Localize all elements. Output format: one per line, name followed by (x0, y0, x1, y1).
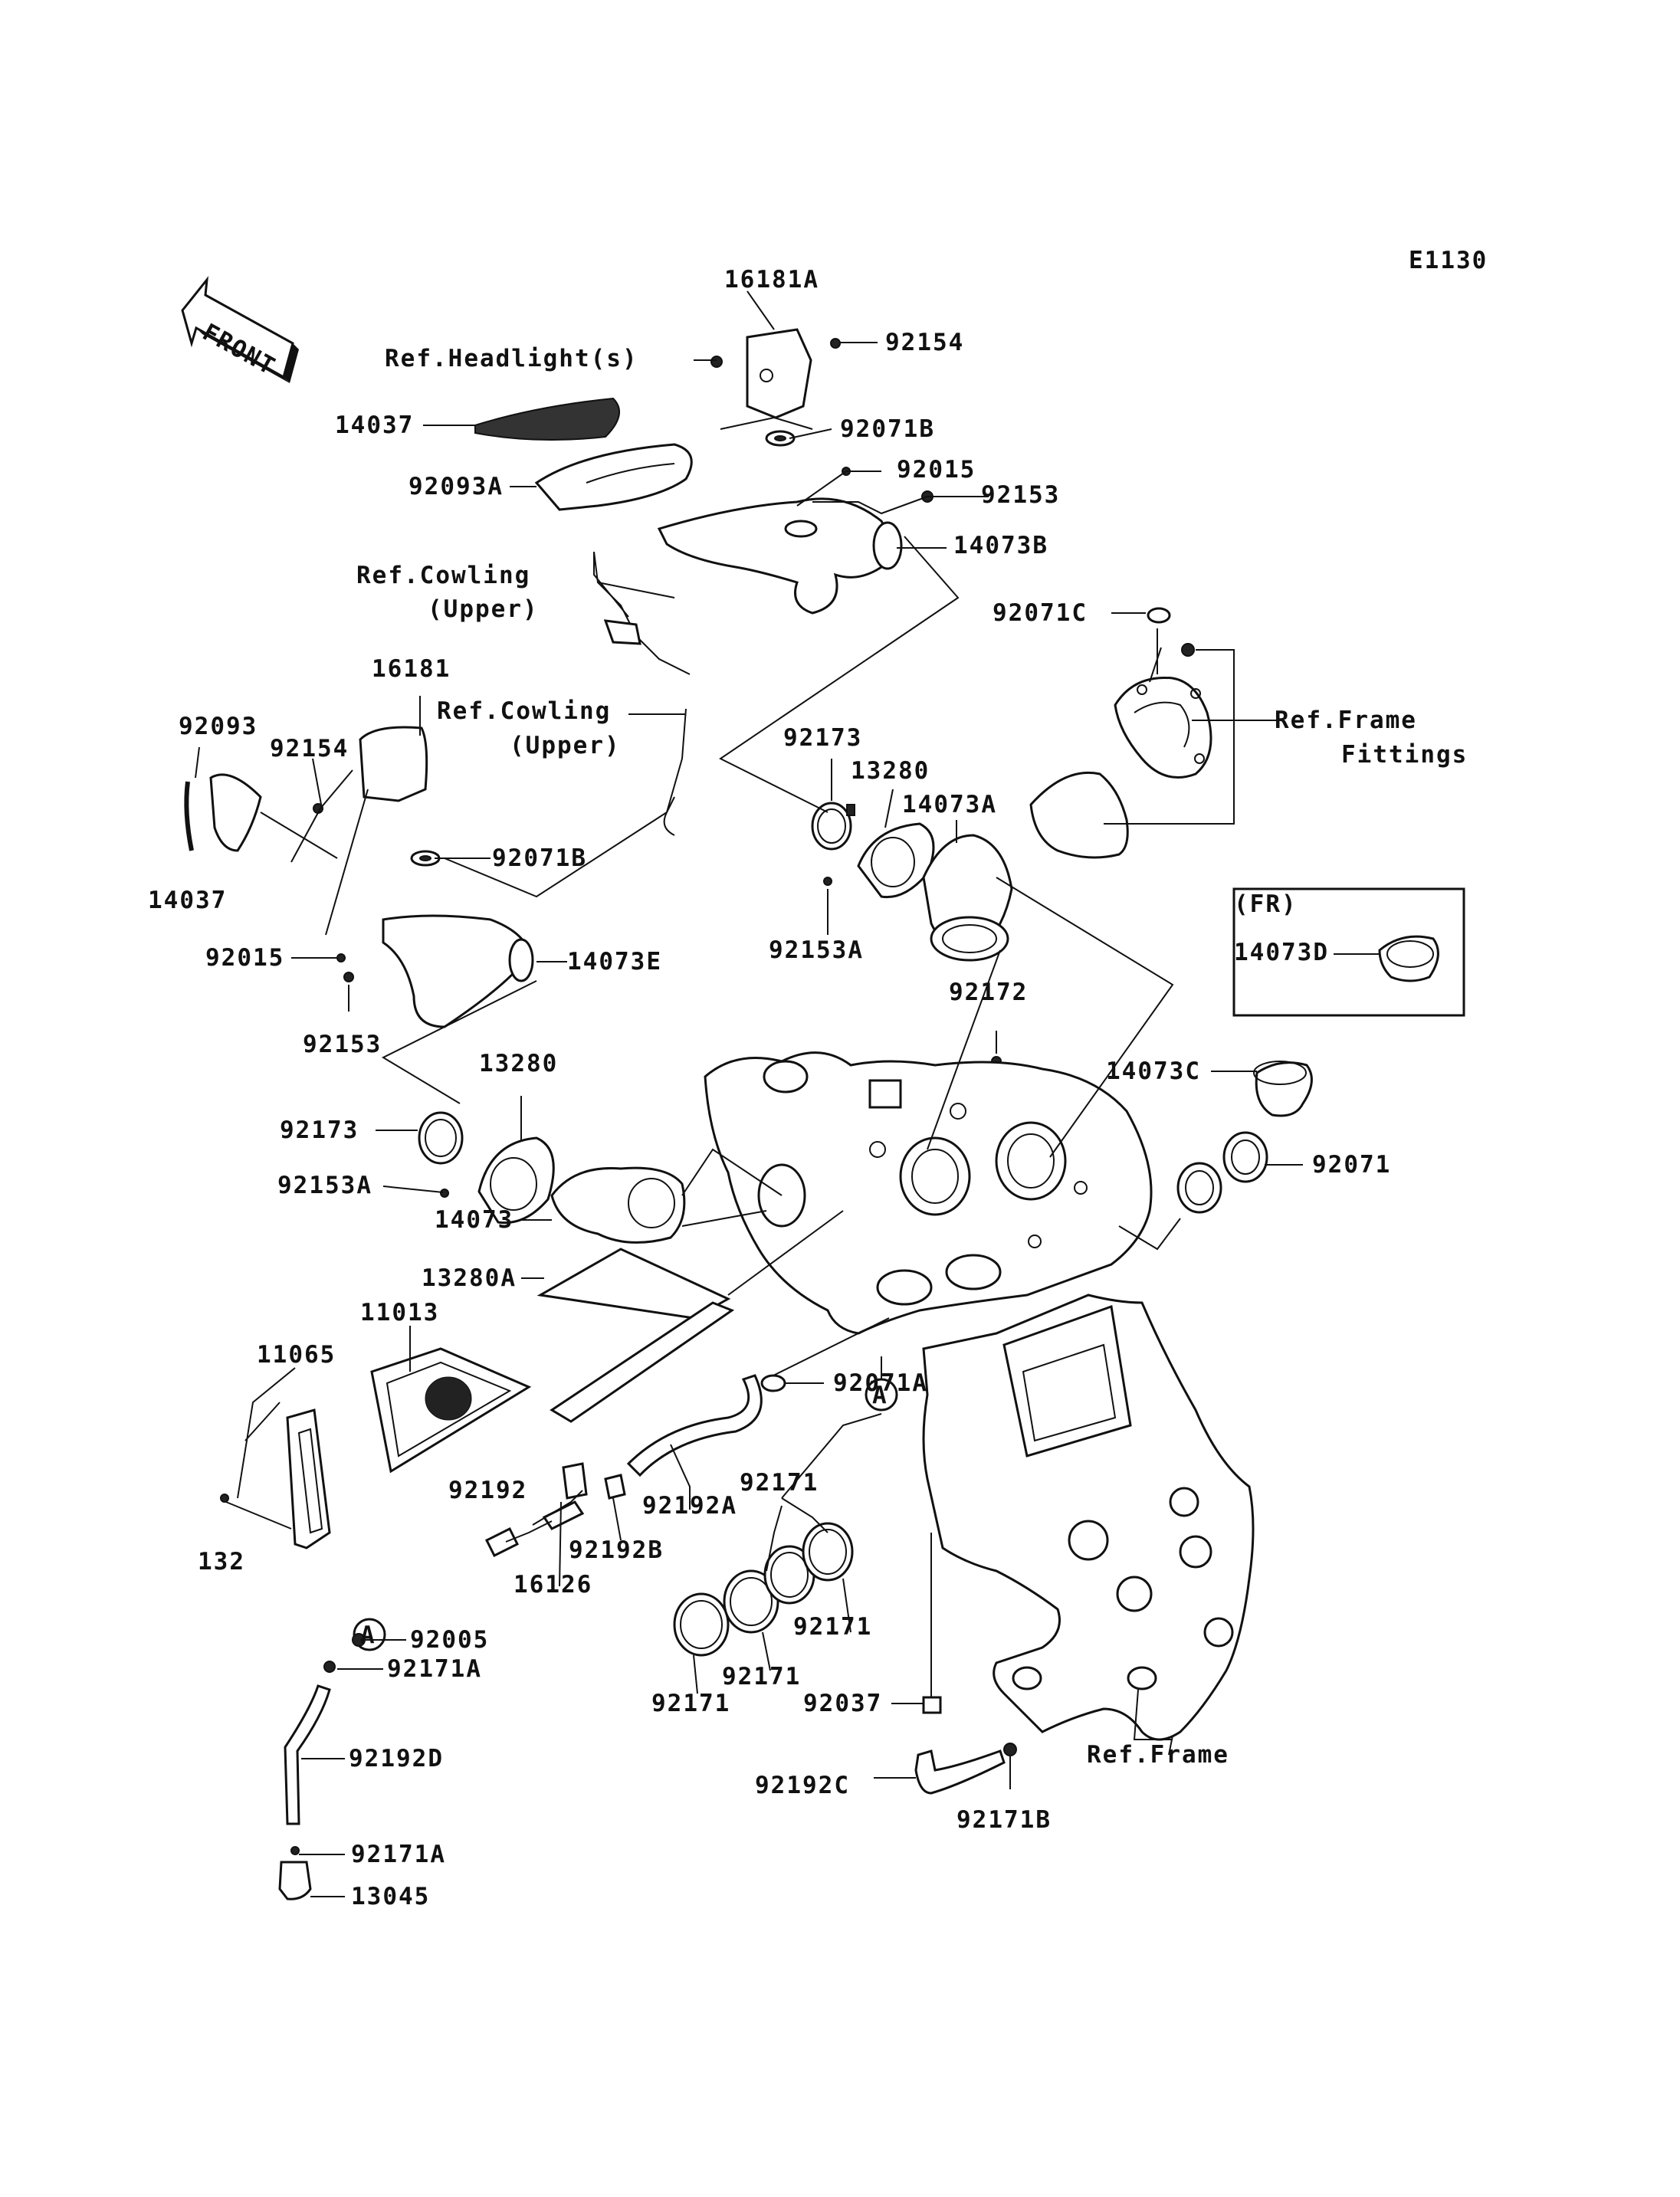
callout-ref-frame: Ref.Frame (1087, 1741, 1229, 1769)
callout-13045: 13045 (351, 1883, 430, 1910)
callout-92005: 92005 (410, 1626, 489, 1654)
callout-14037-top: 14037 (335, 412, 414, 439)
callout-14073C: 14073C (1106, 1058, 1201, 1085)
callout-16181A: 16181A (724, 266, 819, 293)
marker-a2: A (360, 1622, 376, 1649)
callout-92153-left: 92153 (303, 1031, 382, 1058)
callout-14073A: 14073A (902, 791, 997, 818)
callout-92171-a: 92171 (740, 1469, 819, 1497)
callout-92171A-bottom: 92171A (351, 1841, 446, 1868)
callout-14073D: 14073D (1234, 939, 1329, 966)
callout-92171-c: 92171 (722, 1663, 801, 1690)
part-14073A-illustration (922, 834, 1013, 962)
callout-labels: 16181A 92154 Ref.Headlight(s) 14037 9207… (148, 266, 1468, 1910)
part-13280-plate-left (477, 1136, 555, 1225)
callout-13280-top: 13280 (851, 757, 930, 785)
callout-92154-top: 92154 (885, 329, 964, 356)
callout-92015-top: 92015 (897, 456, 976, 484)
callout-92154-left: 92154 (270, 735, 349, 762)
part-92093A-illustration (534, 443, 693, 511)
callout-92171-b: 92171 (793, 1613, 872, 1641)
callout-ref-cowling-1b: (Upper) (428, 595, 539, 623)
part-airbox-main-illustration (704, 1051, 1153, 1335)
part-16181A-illustration (746, 328, 812, 419)
callout-14037-left: 14037 (148, 887, 227, 914)
part-14073B-illustration (657, 497, 903, 615)
part-filter-seal-top-right (1029, 771, 1129, 859)
callout-92172: 92172 (949, 979, 1028, 1006)
callout-92192C: 92192C (755, 1772, 850, 1799)
callout-ref-cowling-2b: (Upper) (510, 732, 621, 759)
part-14073-illustration (550, 1166, 686, 1244)
part-frame-illustration (922, 1294, 1255, 1741)
callout-92192: 92192 (448, 1477, 527, 1504)
callout-92153A-left: 92153A (277, 1172, 372, 1199)
part-16181-illustration (359, 726, 428, 802)
front-arrow-icon: FRONT (181, 276, 299, 383)
callout-13280A: 13280A (422, 1264, 517, 1292)
callout-16126: 16126 (514, 1571, 592, 1599)
part-92171-clamps (673, 1522, 854, 1657)
callout-92071B-top: 92071B (840, 415, 935, 443)
callout-92153-top: 92153 (981, 481, 1060, 509)
callout-92173-left: 92173 (280, 1117, 359, 1144)
callout-92173-top: 92173 (783, 724, 862, 752)
callout-fr-note: (FR) (1234, 890, 1298, 918)
part-13280-plate-top (857, 822, 935, 899)
part-13280A-illustration (536, 1248, 735, 1423)
callout-92071: 92071 (1312, 1151, 1391, 1179)
callout-13280-left: 13280 (479, 1050, 558, 1077)
callout-92171A-top: 92171A (387, 1655, 482, 1683)
callout-92093A: 92093A (409, 473, 504, 500)
part-11065-illustration (286, 1408, 331, 1549)
callout-92192B: 92192B (569, 1536, 664, 1564)
part-14073C-illustration (1253, 1061, 1313, 1117)
callout-ref-frame-fittings-b: Fittings (1341, 741, 1468, 769)
callout-ref-frame-fittings-a: Ref.Frame (1275, 707, 1417, 734)
diagram-code: E1130 (1409, 247, 1488, 274)
part-14073E-illustration (382, 914, 534, 1028)
callout-92192D: 92192D (349, 1745, 444, 1772)
callout-ref-headlights: Ref.Headlight(s) (385, 345, 638, 372)
callout-92071C: 92071C (993, 599, 1088, 627)
callout-14073: 14073 (435, 1206, 514, 1234)
part-16126-illustration (542, 1462, 588, 1530)
part-92071-grommets (1176, 1131, 1268, 1214)
callout-14073B: 14073B (953, 532, 1048, 559)
callout-92015-left: 92015 (205, 944, 284, 972)
callout-92037: 92037 (803, 1690, 882, 1717)
callout-92171-d: 92171 (651, 1690, 730, 1717)
callout-ref-cowling-2a: Ref.Cowling (437, 697, 611, 725)
callout-ref-cowling-1a: Ref.Cowling (356, 562, 530, 589)
callout-92153A-top: 92153A (769, 936, 864, 964)
callout-92093: 92093 (179, 713, 258, 740)
marker-a1: A (872, 1382, 888, 1409)
callout-11065: 11065 (257, 1341, 336, 1369)
callout-92071B-left: 92071B (492, 844, 587, 872)
part-frame-fitting-top-right (1114, 676, 1212, 779)
callout-92071A: 92071A (833, 1369, 928, 1397)
callout-16181: 16181 (372, 655, 451, 683)
callout-11013: 11013 (360, 1299, 439, 1326)
leader-lines (195, 290, 1380, 1897)
fr-inset-box (1232, 887, 1465, 1017)
callout-92192A: 92192A (642, 1492, 737, 1520)
callout-14073E: 14073E (567, 948, 662, 976)
callout-92171B: 92171B (956, 1806, 1052, 1834)
part-14037-mesh-top (474, 397, 620, 441)
callout-132: 132 (198, 1548, 245, 1576)
part-11013-illustration (370, 1347, 532, 1474)
